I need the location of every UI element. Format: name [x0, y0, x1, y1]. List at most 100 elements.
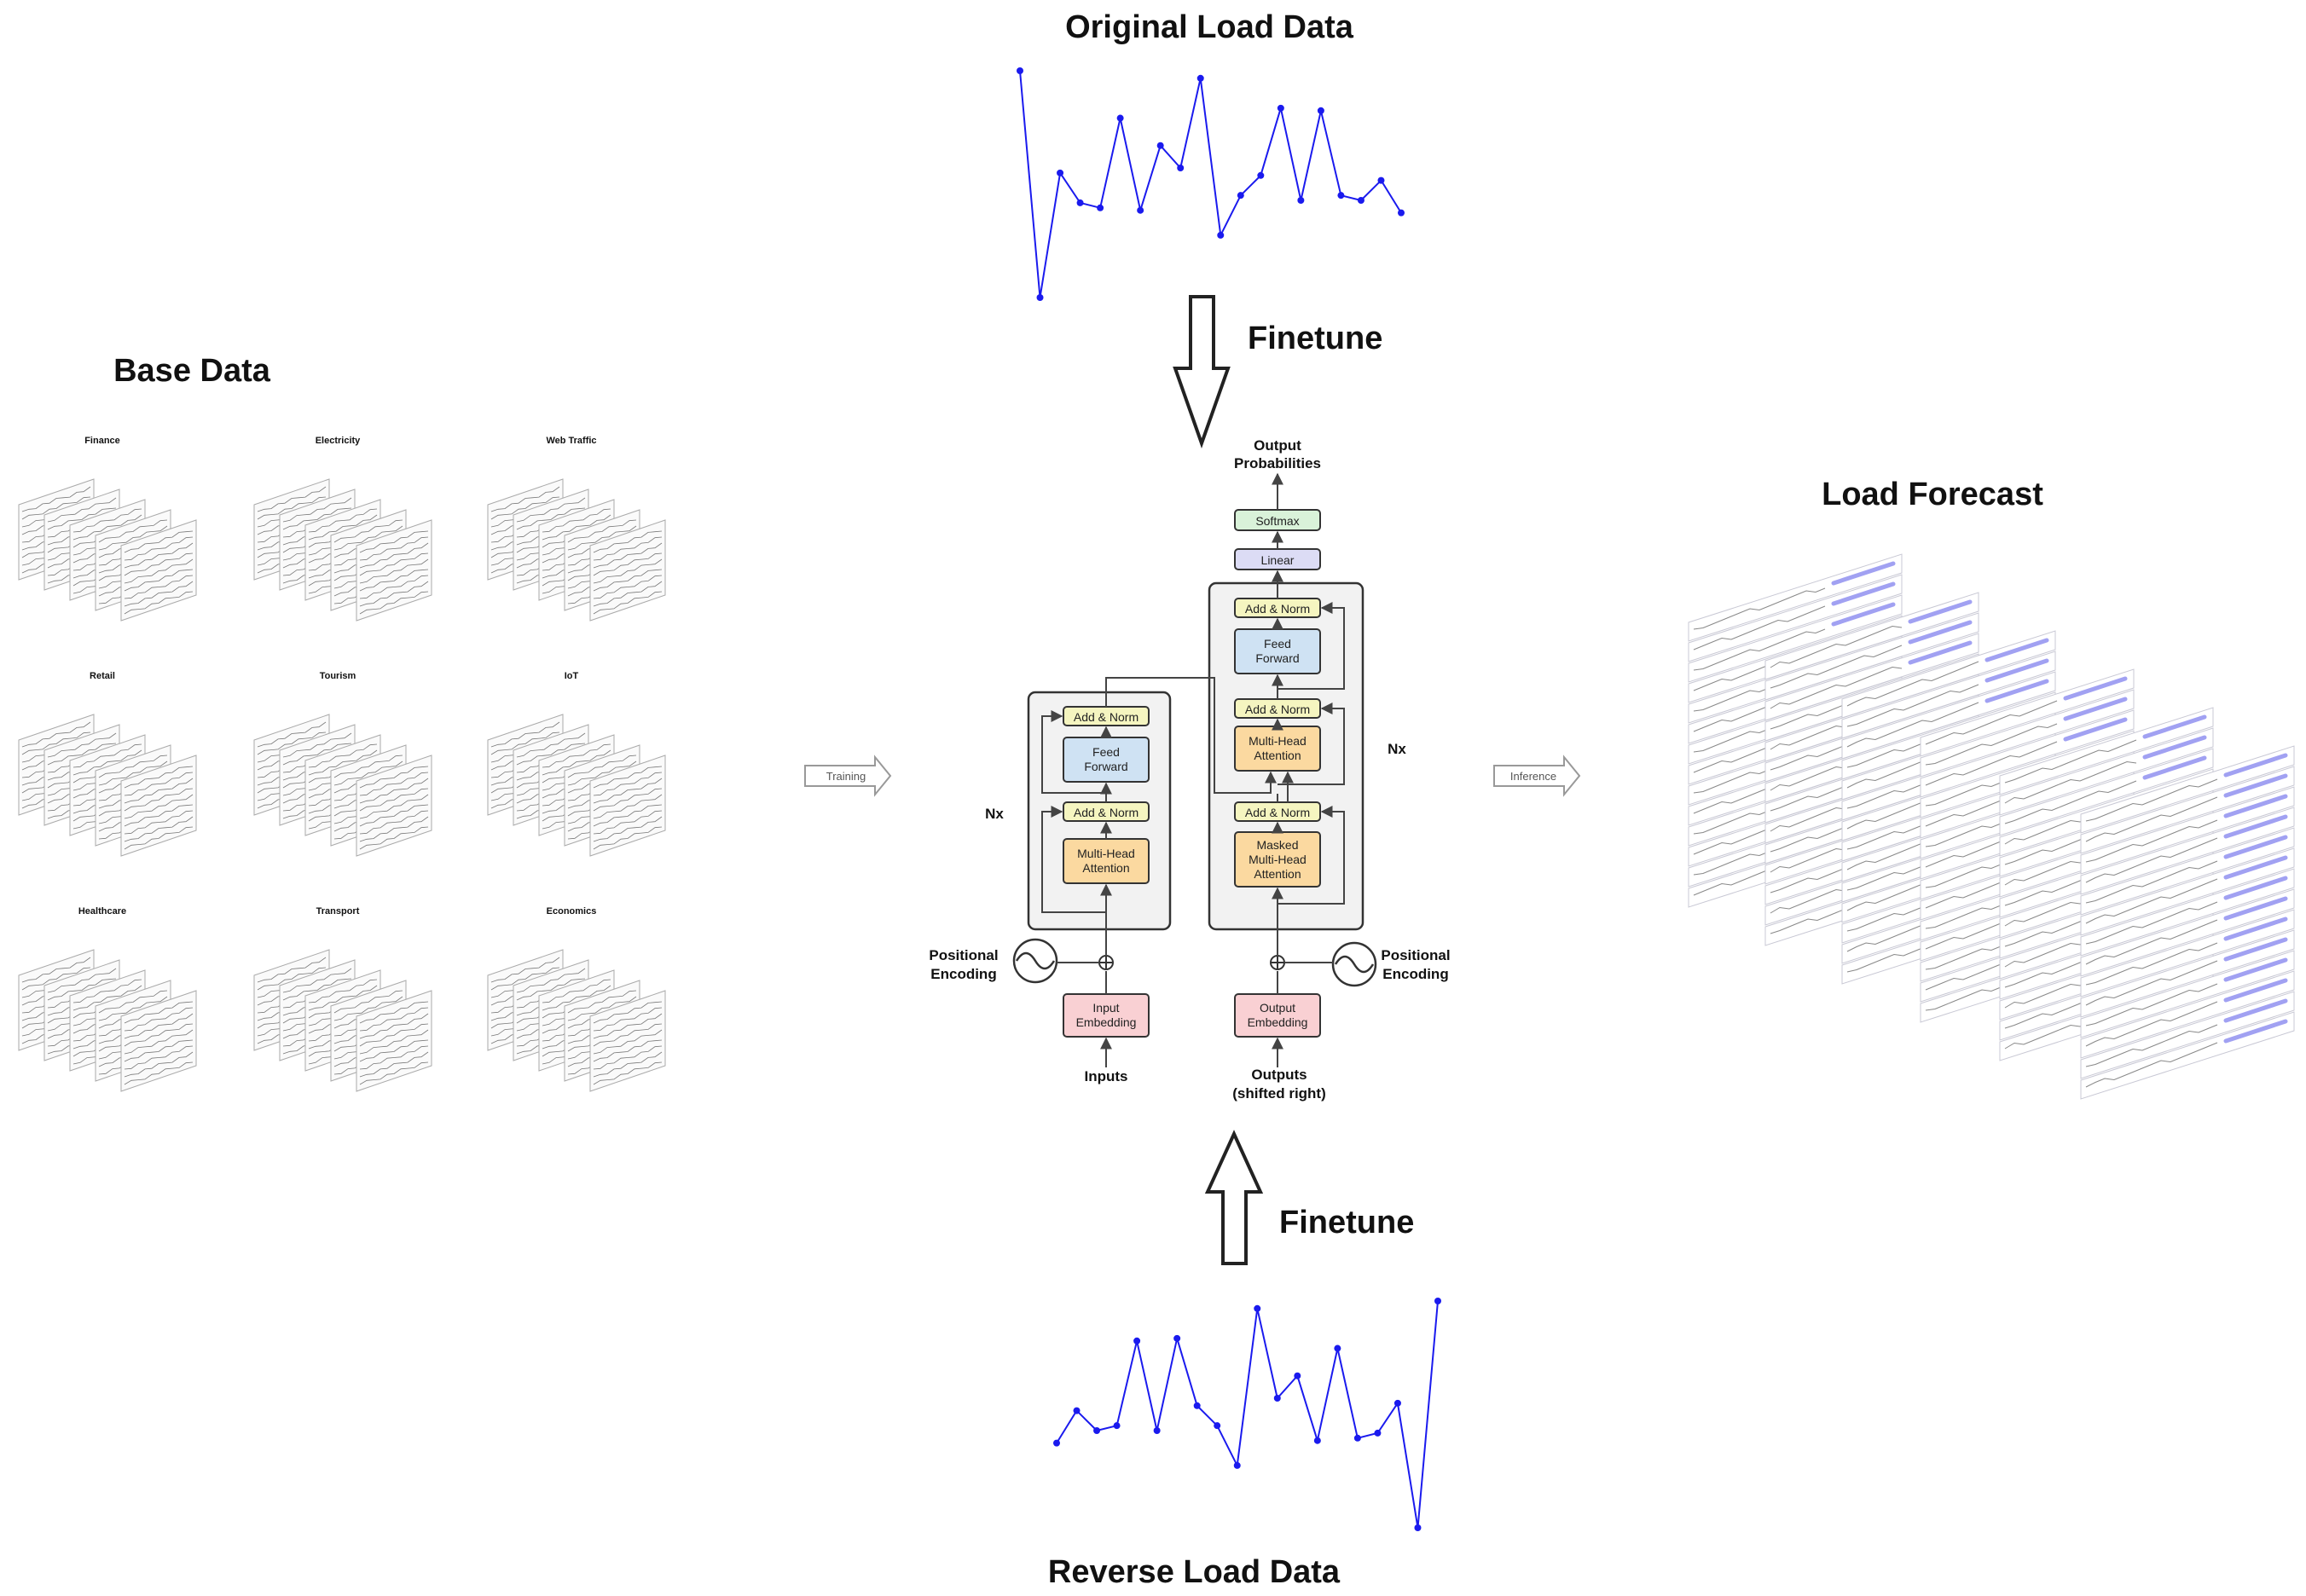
encoder-feed-forward-label-2: Forward [1084, 760, 1127, 773]
finetune-up-arrow [1204, 1130, 1264, 1265]
forecast-prediction [2223, 835, 2288, 859]
reverse-load-point [1393, 1399, 1401, 1407]
forecast-history-line [2085, 1042, 2218, 1088]
forecast-prediction [2142, 755, 2207, 780]
original-load-point [1156, 142, 1164, 149]
training-arrow: Training [804, 755, 892, 797]
forecast-prediction [2063, 717, 2128, 742]
reverse-load-point [1193, 1402, 1201, 1409]
original-load-point [1217, 231, 1225, 239]
original-load-point [1177, 165, 1185, 171]
reverse-load-point [1133, 1337, 1141, 1344]
decoder-masked-attention-label: Masked [1256, 838, 1298, 852]
forecast-history-line [2085, 778, 2218, 822]
forecast-prediction [1984, 658, 2049, 683]
encoder-nx-label: Nx [985, 806, 1004, 822]
base-dataset-retail: Retail [18, 671, 197, 857]
reverse-load-point [1153, 1427, 1161, 1434]
forecast-history-line [1770, 666, 1903, 709]
base-dataset-label: Retail [90, 671, 115, 681]
output-probabilities-label-2: Probabilities [1234, 455, 1321, 471]
series-sheet [120, 990, 197, 1092]
reverse-load-point [1053, 1439, 1060, 1447]
forecast-history-line [2004, 780, 2137, 824]
reverse-load-point [1313, 1437, 1321, 1444]
encoder-feed-forward-label: Feed [1092, 745, 1120, 759]
decoder-masked-attention-label-3: Attention [1254, 867, 1301, 881]
forecast-history-line [1925, 723, 2058, 766]
original-load-point [1097, 204, 1104, 211]
forecast-row [2080, 909, 2295, 998]
forecast-row [2080, 1011, 2295, 1100]
decoder-add-norm-top-label: Add & Norm [1245, 602, 1310, 616]
base-dataset-healthcare: Healthcare [18, 906, 197, 1092]
original-load-point [1337, 192, 1345, 200]
reverse-load-point [1113, 1422, 1121, 1430]
forecast-prediction [1908, 599, 1973, 624]
reverse-load-point [1093, 1427, 1101, 1434]
reverse-load-title: Reverse Load Data [1048, 1554, 1341, 1590]
reverse-load-point [1434, 1298, 1441, 1304]
forecast-history-line [1693, 587, 1826, 630]
base-dataset-tourism: Tourism [253, 671, 432, 857]
forecast-prediction [1908, 620, 1973, 645]
forecast-prediction [2223, 896, 2288, 921]
original-load-point [1398, 209, 1405, 217]
original-load-point [1257, 171, 1265, 179]
reverse-load-point [1374, 1429, 1382, 1437]
reverse-load-point [1353, 1434, 1361, 1442]
reverse-load-point [1254, 1304, 1261, 1312]
reverse-load-point [1294, 1372, 1301, 1379]
output-embedding-label-2: Embedding [1248, 1015, 1308, 1029]
forecast-history-line [1693, 628, 1826, 671]
forecast-panel [2080, 745, 2295, 1100]
forecast-history-line [1770, 645, 1903, 689]
forecast-prediction [2223, 876, 2288, 900]
forecast-history-line [2085, 837, 2218, 883]
series-lines [593, 1001, 663, 1085]
forecast-row [2080, 766, 2295, 854]
forecast-history-line [1770, 625, 1903, 668]
encoder-add-norm-bottom-label: Add & Norm [1074, 806, 1139, 819]
outputs-label-2: (shifted right) [1232, 1085, 1326, 1102]
series-sheet [589, 755, 666, 857]
original-load-point [1237, 192, 1244, 200]
series-sheet [356, 990, 432, 1092]
decoder-add-norm-mid-label: Add & Norm [1245, 703, 1310, 716]
reverse-load-point [1273, 1395, 1281, 1402]
base-dataset-iot: IoT [487, 671, 666, 857]
forecast-row [1999, 727, 2214, 816]
forecast-history-line [2004, 760, 2137, 804]
finetune-top-label: Finetune [1248, 321, 1382, 356]
forecast-history-line [1925, 700, 2058, 745]
forecast-row [1920, 689, 2135, 778]
training-label: Training [826, 770, 866, 783]
forecast-prediction [2223, 814, 2288, 839]
base-dataset-label: Transport [316, 906, 360, 917]
forecast-prediction [1908, 640, 1973, 665]
forecast-prediction [2223, 794, 2288, 818]
input-embedding-label: Input [1092, 1001, 1119, 1015]
original-load-point [1057, 169, 1064, 176]
original-load-point [1277, 104, 1284, 112]
base-dataset-label: Tourism [320, 671, 356, 681]
series-lines [124, 1001, 194, 1085]
forecast-history-line [2085, 942, 2218, 986]
original-load-title: Original Load Data [1065, 9, 1354, 45]
forecast-row [1841, 651, 2056, 739]
original-load-line [1019, 70, 1402, 298]
forecast-history-line [2085, 878, 2218, 924]
base-dataset-economics: Economics [487, 906, 666, 1092]
forecast-history-line [1846, 661, 1979, 707]
series-sheet [589, 519, 666, 622]
reverse-load-line [1056, 1300, 1439, 1529]
forecast-row [2080, 786, 2295, 875]
reverse-load-chart [1053, 1298, 1441, 1531]
original-load-point [1076, 199, 1084, 206]
base-dataset-label: Electricity [316, 436, 361, 446]
base-dataset-label: Economics [547, 906, 597, 917]
forecast-history-line [2085, 919, 2218, 965]
series-sheet [589, 990, 666, 1092]
